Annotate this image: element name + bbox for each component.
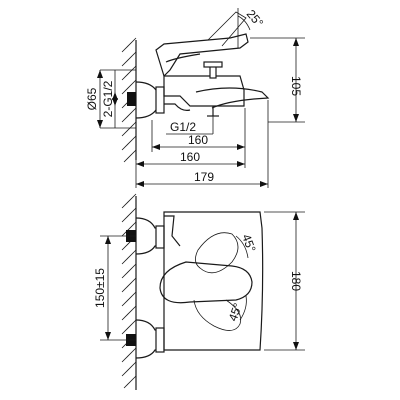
angle-lower-annotation: 45° <box>226 295 247 323</box>
centers-dimension: 150±15 <box>93 235 136 341</box>
angle-top-annotation: 25° <box>237 7 267 48</box>
mixer-body-front <box>159 211 264 351</box>
left-dimensions-top: Ø65 2-G1/2 <box>85 69 136 129</box>
side-view: 25° 105 Ø65 2-G1/2 G1/2 <box>85 7 305 188</box>
height-front-dimension: 180 <box>264 211 305 351</box>
length-2-label: 160 <box>180 150 200 164</box>
shower-thread-label: G1/2 <box>170 120 196 134</box>
centers-label: 150±15 <box>93 268 107 308</box>
angle-top-label: 25° <box>244 7 267 30</box>
angle-upper-label: 45° <box>239 232 258 254</box>
height-front-label: 180 <box>289 271 303 291</box>
wall-bottom <box>121 193 137 390</box>
inlet-fitting-top <box>127 81 165 119</box>
front-view: 45° 45° 150±15 180 <box>93 193 305 390</box>
angle-lower-label: 45° <box>226 301 245 323</box>
length-1-label: 160 <box>188 133 208 147</box>
angle-upper-annotation: 45° <box>235 232 259 259</box>
inlet-thread-label: 2-G1/2 <box>101 80 115 117</box>
length-total-label: 179 <box>194 170 214 184</box>
outlet-diameter-label: Ø65 <box>85 87 99 110</box>
shower-thread-dimension: G1/2 <box>166 116 214 135</box>
length-dimensions: 160 160 179 <box>135 100 269 188</box>
height-top-label: 105 <box>289 76 303 96</box>
height-top-dimension: 105 <box>250 37 305 123</box>
mixer-body-side <box>155 11 270 117</box>
